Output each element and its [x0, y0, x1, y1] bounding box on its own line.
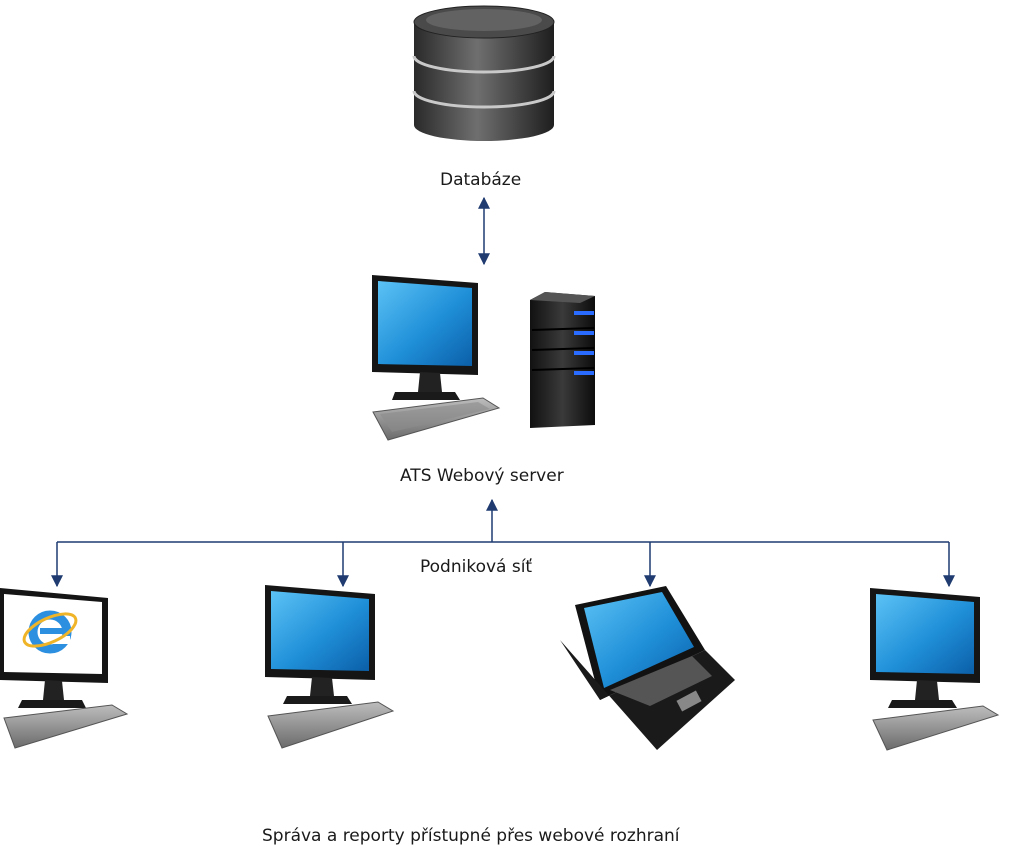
database-label: Databáze	[440, 170, 522, 190]
footer-caption: Správa a reporty přístupné přes webové r…	[262, 826, 680, 846]
desktop-monitor-icon-2	[870, 588, 1000, 751]
network-label: Podniková síť	[420, 557, 533, 577]
server-tower-icon	[530, 292, 595, 428]
browser-monitor-icon	[0, 588, 129, 749]
database-icon	[412, 5, 556, 141]
server-label: ATS Webový server	[400, 466, 564, 486]
network-connectors	[51, 498, 955, 588]
internet-explorer-icon	[22, 610, 78, 654]
desktop-monitor-icon	[265, 585, 395, 749]
server-monitor-icon	[372, 275, 501, 441]
laptop-icon	[560, 586, 735, 750]
